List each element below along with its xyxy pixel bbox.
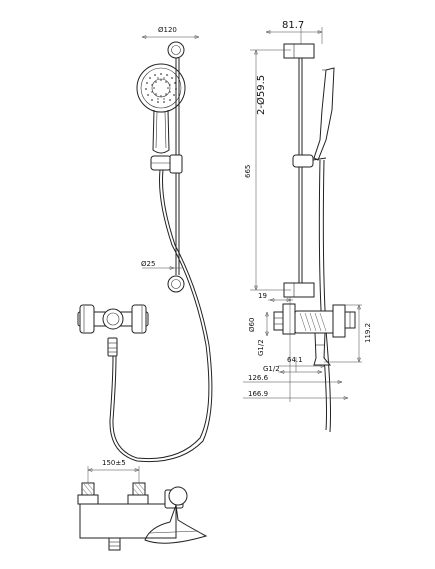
depth-126-label: 126.6 bbox=[248, 374, 269, 382]
depth-166-label: 166.9 bbox=[248, 390, 268, 398]
mixer-bottom-view bbox=[77, 466, 208, 551]
head-diameter-label: Ø120 bbox=[158, 26, 177, 34]
bar-offset-label: 81.7 bbox=[282, 20, 304, 31]
bracket-diameter-label: 2-Ø59.5 bbox=[255, 75, 267, 115]
wall-gap-label: 19 bbox=[258, 292, 267, 300]
dimension-labels: Ø120 81.7 2-Ø59.5 665 Ø25 19 Ø60 G1/2 G1… bbox=[102, 20, 372, 467]
mixer-front-view bbox=[77, 304, 149, 357]
outlet-thread-label: G1/2 bbox=[263, 365, 280, 373]
body-height-label: 119.2 bbox=[364, 323, 372, 343]
mixer-side-view bbox=[243, 297, 362, 402]
spray-nozzles-pattern bbox=[145, 73, 177, 103]
escutcheon-diameter-label: Ø60 bbox=[248, 318, 256, 332]
inlet-centers-label: 150±5 bbox=[102, 459, 126, 467]
inlet-thread-label: G1/2 bbox=[257, 339, 265, 356]
rail-length-label: 665 bbox=[244, 165, 252, 178]
lower-bracket-diameter-label: Ø25 bbox=[141, 260, 155, 268]
shower-head-front-view bbox=[109, 35, 213, 463]
spout-offset-label: 64.1 bbox=[287, 356, 303, 364]
